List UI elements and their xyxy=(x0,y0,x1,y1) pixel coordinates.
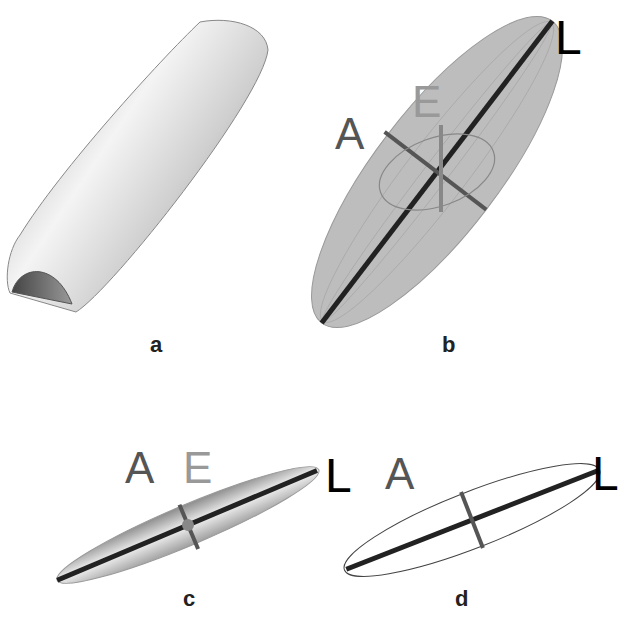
axis-label: E xyxy=(183,446,212,490)
panel-letter: c xyxy=(183,588,195,610)
cross-section xyxy=(369,120,505,225)
panel-letter: a xyxy=(150,334,162,356)
ellipsoid xyxy=(269,0,601,361)
axis-label: L xyxy=(555,14,582,62)
panel-letter: b xyxy=(442,334,455,356)
axis-label: A xyxy=(125,446,154,490)
axis-label: L xyxy=(592,450,619,498)
axis-label: E xyxy=(412,80,441,124)
panel-letter: d xyxy=(455,588,468,610)
ellipse-outline xyxy=(333,442,610,598)
grain-3d-shape xyxy=(7,20,268,312)
axis-label: A xyxy=(385,452,414,496)
axis-label: L xyxy=(325,452,352,500)
e-axis xyxy=(439,125,443,212)
axis-label: A xyxy=(335,112,364,156)
